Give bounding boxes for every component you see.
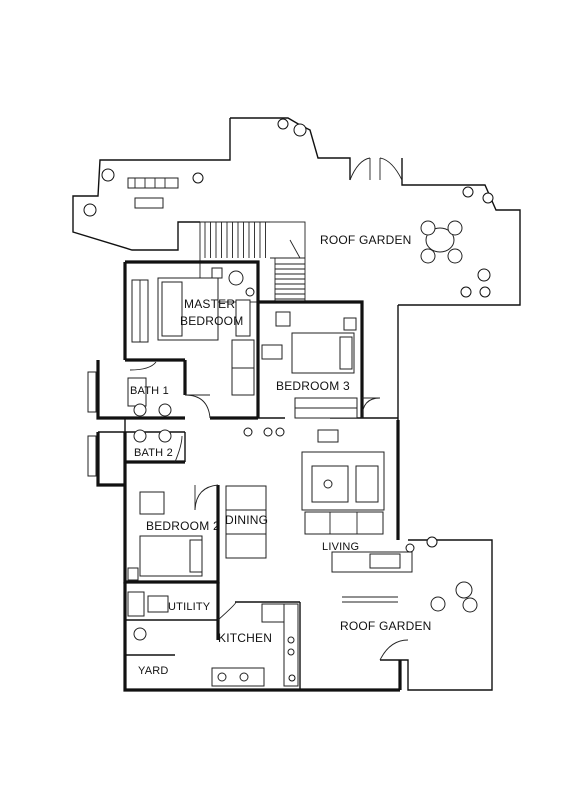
doors	[129, 361, 409, 661]
bedroom-2-label: BEDROOM 2	[146, 519, 220, 533]
utility-label: UTILITY	[168, 601, 211, 613]
master-bedroom-label-line1: MASTER	[184, 297, 235, 311]
living-label: LIVING	[322, 541, 359, 553]
staircase	[199, 221, 306, 303]
furniture	[87, 177, 478, 687]
roof-garden-label-top: ROOF GARDEN	[320, 233, 412, 247]
roof-garden-outline-top	[72, 117, 521, 420]
master-bedroom-label-line2: BEDROOM	[180, 314, 243, 328]
kitchen-label: KITCHEN	[218, 631, 272, 645]
plants	[83, 118, 494, 682]
yard-label: YARD	[138, 665, 169, 677]
room-labels: ROOF GARDEN MASTER BEDROOM BEDROOM 3 BAT…	[130, 233, 432, 677]
dining-label: DINING	[225, 513, 268, 527]
bedroom-3-label: BEDROOM 3	[276, 379, 350, 393]
bath-1-label: BATH 1	[130, 385, 169, 397]
roof-garden-label-bottom: ROOF GARDEN	[340, 619, 432, 633]
bath-2-label: BATH 2	[134, 447, 173, 459]
